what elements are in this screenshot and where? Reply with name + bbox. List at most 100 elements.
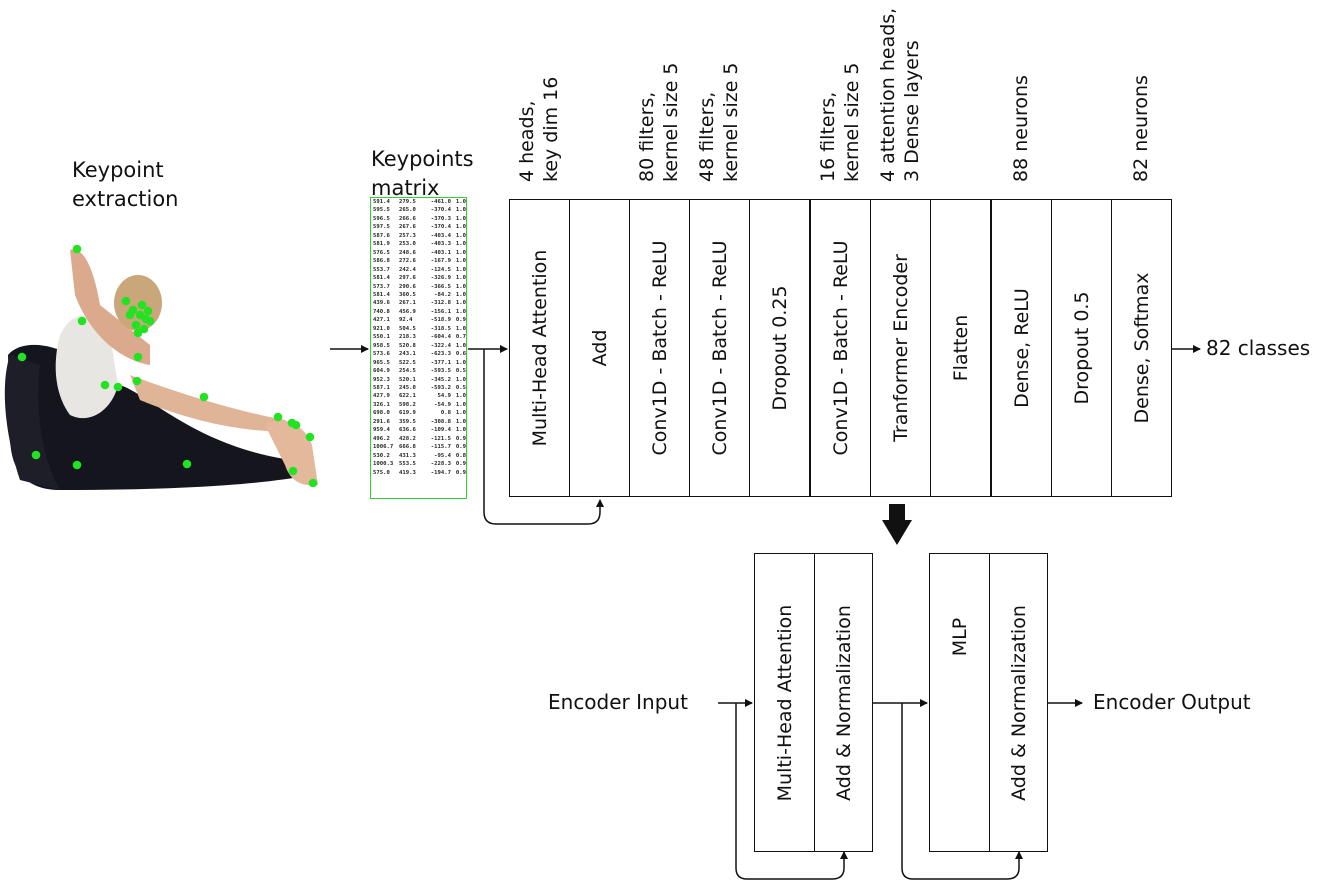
- matrix-cell: 290.6: [399, 283, 416, 290]
- keypoint-dot: [100, 380, 110, 390]
- matrix-cell: 456.9: [399, 308, 416, 315]
- matrix-cell: 0.5: [455, 384, 466, 391]
- pipeline-block-label-2: Conv1D - Batch - ReLU: [648, 240, 671, 456]
- matrix-cell: -370.4: [430, 224, 451, 231]
- pipeline-block-6: Tranformer Encoder: [870, 199, 931, 497]
- pipeline-block-param-2: 80 filters,kernel size 5: [635, 62, 683, 182]
- pipeline-block-param-6: 4 attention heads,3 Dense layers: [876, 8, 924, 182]
- encoder-addnorm-label-2: Add & Normalization: [1007, 604, 1030, 801]
- matrix-cell: 952.3: [373, 376, 390, 383]
- matrix-cell: 291.6: [373, 418, 390, 425]
- matrix-cell: 596.5: [373, 215, 390, 222]
- pipeline-block-label-10: Dense, Softmax: [1130, 272, 1153, 424]
- matrix-cell: 959.4: [373, 427, 390, 434]
- encoder-addnorm-block-1: Add & Normalization: [814, 553, 873, 852]
- keypoints-matrix-title-line2: matrix: [371, 176, 440, 200]
- matrix-cell: 1.0: [455, 410, 466, 417]
- pipeline-block-1: Add: [569, 199, 630, 497]
- matrix-cell: 0.7: [455, 334, 466, 341]
- matrix-cell: 586.8: [373, 258, 390, 265]
- matrix-cell: 1.0: [455, 401, 466, 408]
- matrix-cell: 0.9: [455, 444, 466, 451]
- matrix-cell: 587.6: [373, 232, 390, 239]
- matrix-cell: 326.1: [373, 401, 390, 408]
- matrix-cell: 581.4: [373, 291, 390, 298]
- matrix-cell: 576.5: [373, 249, 390, 256]
- keypoint-extraction-title: Keypoint extraction: [72, 156, 179, 214]
- matrix-cell: -124.5: [430, 266, 451, 273]
- matrix-cell: 522.5: [399, 359, 416, 366]
- matrix-cell: 581.4: [373, 275, 390, 282]
- matrix-cell: 573.6: [373, 351, 390, 358]
- matrix-cell: -370.4: [430, 207, 451, 214]
- matrix-cell: 427.1: [373, 317, 390, 324]
- keypoint-extraction-title-line1: Keypoint: [72, 158, 164, 182]
- pipeline-block-4: Dropout 0.25: [749, 199, 810, 497]
- matrix-cell: 257.3: [399, 232, 416, 239]
- matrix-cell: 242.4: [399, 266, 416, 273]
- encoder-addnorm-label-1: Add & Normalization: [832, 604, 855, 801]
- matrix-cell: 698.0: [373, 410, 390, 417]
- pipeline-block-2: Conv1D - Batch - ReLU: [629, 199, 690, 497]
- matrix-cell: 243.1: [399, 351, 416, 358]
- matrix-cell: 553.5: [399, 461, 416, 468]
- matrix-cell: 1.0: [455, 427, 466, 434]
- matrix-cell: -403.1: [430, 249, 451, 256]
- pipeline-block-param-0: 4 heads,key dim 16: [515, 77, 563, 182]
- matrix-cell: -308.8: [430, 418, 451, 425]
- keypoints-matrix-title: Keypoints matrix: [371, 145, 474, 203]
- pipeline-block-label-4: Dropout 0.25: [768, 285, 791, 411]
- matrix-cell: 1006.7: [373, 444, 394, 451]
- matrix-cell: 266.6: [399, 215, 416, 222]
- pipeline-block-param-8-line-0: 88 neurons: [1010, 75, 1032, 182]
- keypoint-dot: [131, 320, 141, 330]
- keypoint-dot: [145, 316, 155, 326]
- encoder-addnorm-block-2: Add & Normalization: [989, 553, 1048, 852]
- matrix-cell: 0.9: [455, 435, 466, 442]
- matrix-cell: -54.9: [434, 401, 451, 408]
- output-classes-label: 82 classes: [1206, 336, 1311, 360]
- matrix-cell: 1.0: [455, 249, 466, 256]
- keypoint-dot: [77, 316, 87, 326]
- keypoint-dot: [133, 328, 143, 338]
- matrix-cell: -156.1: [430, 308, 451, 315]
- pipeline-block-9: Dropout 0.5: [1051, 199, 1112, 497]
- matrix-cell: -109.4: [430, 427, 451, 434]
- matrix-cell: 1.0: [455, 393, 466, 400]
- keypoint-dot: [143, 306, 153, 316]
- pipeline-block-param-0-line-0: 4 heads,: [516, 100, 538, 182]
- matrix-cell: 1.0: [455, 258, 466, 265]
- keypoint-dot: [182, 459, 192, 469]
- matrix-cell: 1.0: [455, 266, 466, 273]
- matrix-cell: 1.0: [455, 275, 466, 282]
- matrix-cell: 965.5: [373, 359, 390, 366]
- matrix-cell: 740.8: [373, 308, 390, 315]
- matrix-cell: 1.0: [455, 232, 466, 239]
- pipeline-block-label-3: Conv1D - Batch - ReLU: [708, 240, 731, 456]
- keypoint-dot: [72, 244, 82, 254]
- matrix-cell: 92.4: [399, 317, 413, 324]
- matrix-cell: -403.4: [430, 232, 451, 239]
- matrix-cell: 245.0: [399, 384, 416, 391]
- matrix-cell: 267.6: [399, 224, 416, 231]
- pipeline-block-10: Dense, Softmax: [1111, 199, 1172, 497]
- matrix-cell: 0.5: [455, 368, 466, 375]
- matrix-cell: 1.0: [455, 215, 466, 222]
